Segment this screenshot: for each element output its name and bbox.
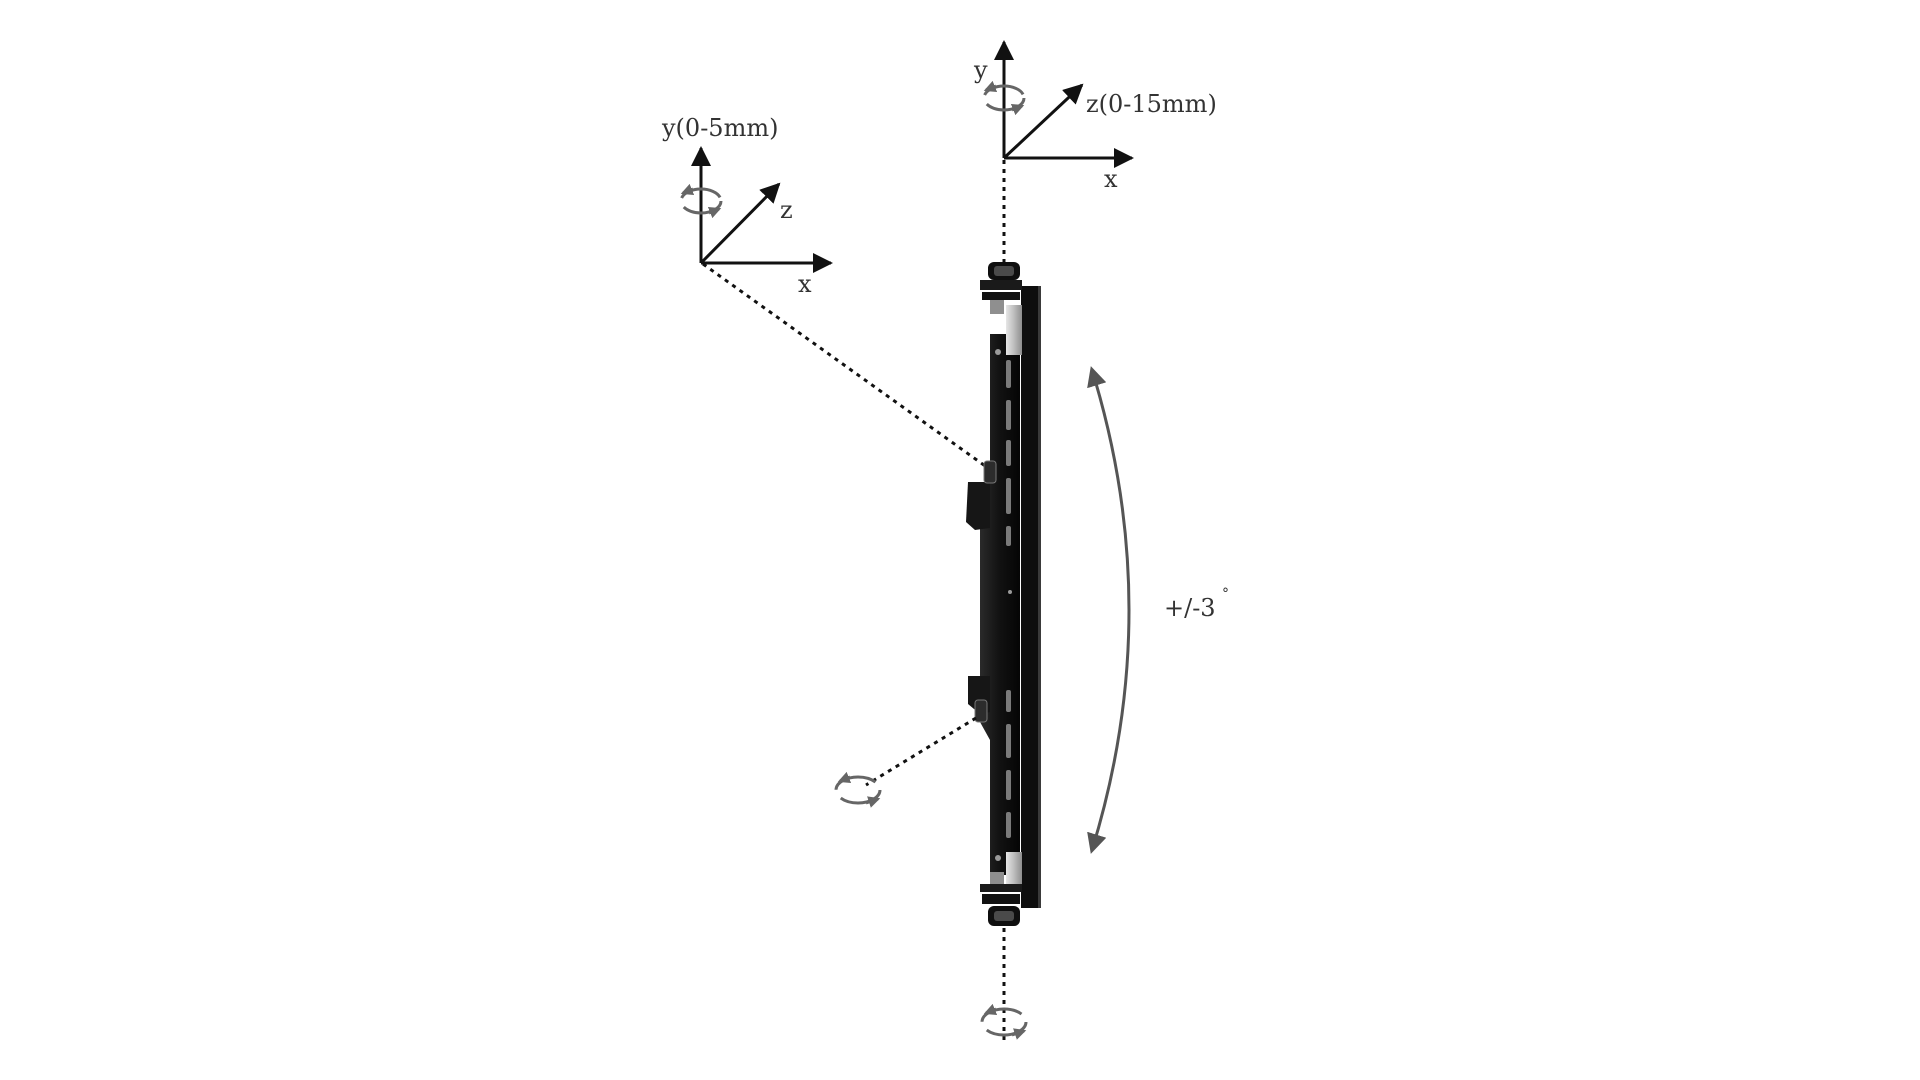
upper-knob	[983, 460, 997, 484]
top-z-axis	[1002, 83, 1084, 160]
left-x-label: x	[798, 270, 812, 298]
left-rotation-icon	[679, 183, 723, 219]
left-z-axis	[699, 182, 781, 265]
lower-knob	[974, 699, 988, 723]
top-clamp	[980, 262, 1022, 314]
left-z-label: z	[780, 196, 793, 224]
front-plate	[980, 334, 1020, 875]
top-rotation-icon	[982, 80, 1026, 116]
plate-slots	[1006, 360, 1011, 838]
top-silver-plate	[1006, 305, 1022, 355]
left-guide-line	[702, 262, 989, 470]
upper-hook	[966, 482, 990, 530]
bottom-silver-plate	[1006, 852, 1022, 888]
tilt-arc-arrow	[1087, 366, 1131, 854]
back-rail	[1021, 286, 1041, 908]
top-x-label: x	[1104, 165, 1118, 193]
tilt-value: +/-3	[1164, 594, 1216, 622]
top-z-label: z(0-15mm)	[1086, 90, 1217, 118]
bottom-rotation-icon	[980, 1003, 1028, 1040]
top-y-label: y	[973, 56, 988, 84]
wall-bracket	[966, 262, 1041, 926]
plate-holes	[995, 349, 1012, 861]
tilt-degree-symbol: °	[1222, 586, 1229, 602]
left-axes: y(0-5mm) z x	[661, 114, 833, 298]
left-y-label: y(0-5mm)	[661, 114, 778, 142]
lower-left-guide-line	[865, 716, 977, 787]
lower-left-rotation-icon	[834, 771, 882, 808]
bottom-clamp	[980, 872, 1022, 926]
tilt-label: +/-3	[1164, 594, 1216, 622]
top-axes: y z(0-15mm) x	[973, 40, 1217, 193]
